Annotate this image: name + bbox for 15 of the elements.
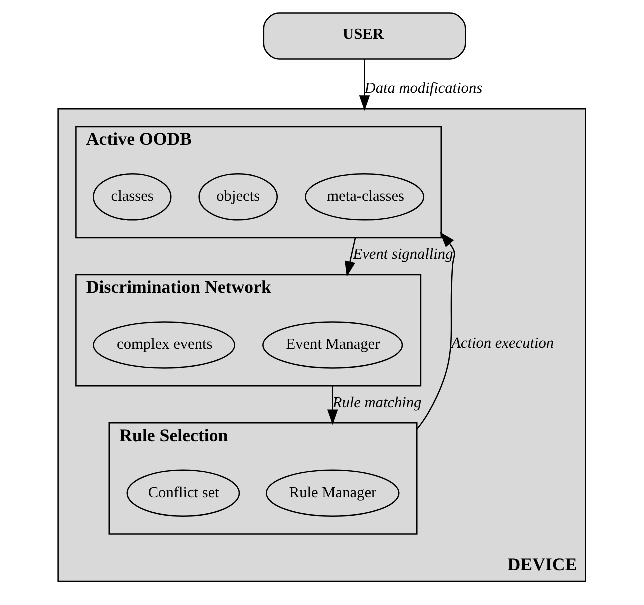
arrow bbox=[345, 238, 356, 277]
node-ellipse: complex events bbox=[93, 322, 236, 369]
edge-label: Action execution bbox=[452, 334, 554, 352]
node-ellipse: Rule Manager bbox=[266, 470, 400, 518]
node-ellipse: objects bbox=[198, 174, 278, 221]
node-box: USER bbox=[263, 12, 466, 60]
arrow bbox=[416, 232, 456, 430]
edge-label: Rule matching bbox=[332, 394, 422, 412]
node-ellipse: meta-classes bbox=[304, 174, 425, 221]
arrow bbox=[327, 386, 338, 426]
edge-label: Event signalling bbox=[353, 246, 454, 264]
node-ellipse: Event Manager bbox=[262, 322, 404, 369]
arrow bbox=[359, 60, 370, 111]
node-ellipse: classes bbox=[93, 174, 172, 221]
node-ellipse: Conflict set bbox=[126, 470, 240, 518]
